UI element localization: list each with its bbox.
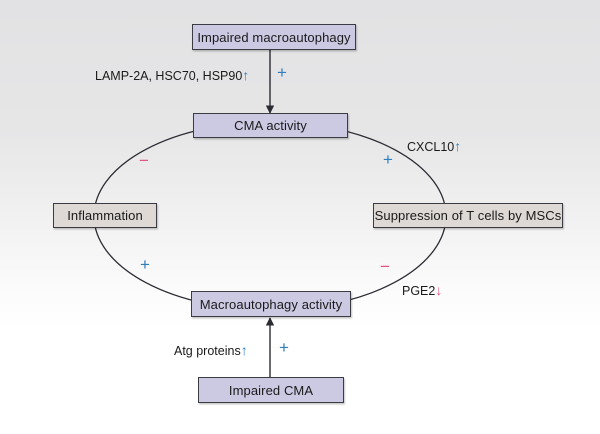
node-impaired-cma-label: Impaired CMA [228,382,314,398]
sign-plus-macroautophagy: + [140,256,150,273]
edge-label-cxcl10: CXCL10↑ [407,139,461,154]
node-suppression-of-t-cells-by-mscs-label: Suppression of T cells by MSCs [374,208,562,223]
node-impaired-macroautophagy-label: Impaired macroautophagy [197,29,351,45]
sign-minus-inflammation: − [139,152,149,169]
node-macroautophagy-activity[interactable]: Macroautophagy activity [191,291,351,317]
node-suppression-of-t-cells-by-mscs[interactable]: Suppression of T cells by MSCs [373,203,563,228]
sign-plus-macroautophagy-glyph: + [140,255,150,274]
edge-label-lamp2a-hsc70-hsp90: LAMP-2A, HSC70, HSP90↑ [95,68,249,83]
cxcl10-up-arrow-icon: ↑ [454,138,462,154]
node-inflammation-label: Inflammation [67,208,143,223]
atg-proteins-text: Atg proteins [174,344,241,358]
lamp2a-hsc70-hsp90-text: LAMP-2A, HSC70, HSP90 [95,69,243,83]
edge-label-atg-proteins: Atg proteins↑ [174,343,248,358]
pge2-down-arrow-icon: ↓ [435,282,443,298]
sign-plus-lamp2a-glyph: + [277,63,287,82]
node-cma-activity[interactable]: CMA activity [193,113,348,138]
atg-up-arrow-icon: ↑ [240,342,248,358]
sign-minus-pge2-glyph: − [380,257,390,276]
node-impaired-macroautophagy[interactable]: Impaired macroautophagy [192,24,356,50]
sign-plus-cxcl10-glyph: + [383,150,393,169]
pge2-text: PGE2 [402,284,436,298]
sign-plus-cxcl10: + [383,151,393,168]
edge-label-pge2: PGE2↓ [402,283,442,298]
node-cma-activity-label: CMA activity [234,118,307,133]
sign-minus-pge2: − [380,258,390,275]
sign-minus-inflammation-glyph: − [139,151,149,170]
sign-plus-atg-glyph: + [279,338,289,357]
sign-plus-lamp2a: + [277,64,287,81]
node-macroautophagy-activity-label: Macroautophagy activity [199,296,343,312]
node-impaired-cma[interactable]: Impaired CMA [198,377,344,403]
cxcl10-text: CXCL10 [407,140,455,154]
lamp2a-up-arrow-icon: ↑ [242,67,250,83]
sign-plus-atg: + [279,339,289,356]
node-inflammation[interactable]: Inflammation [53,203,157,228]
